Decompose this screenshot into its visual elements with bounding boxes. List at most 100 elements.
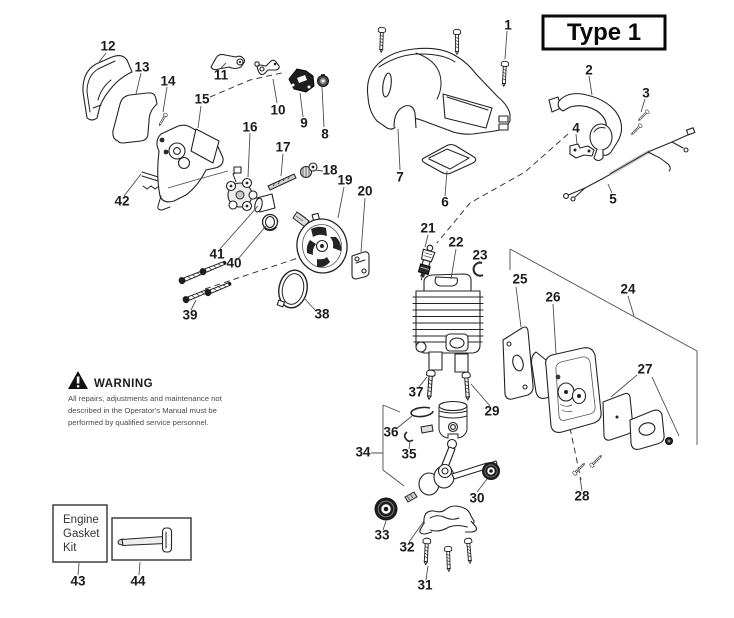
warning-line-1: All repairs, adjustments and maintenance…: [68, 394, 223, 403]
part-label-42: 42: [114, 194, 129, 209]
part-label-28: 28: [574, 489, 590, 504]
part-number-labels: 1 2 3 4 5 6 7 8 9 10 11 12 13 14 15 16 1…: [70, 18, 652, 593]
part-37-29-cylinder-bolts-drawing: [424, 369, 473, 401]
part-label-11: 11: [214, 68, 229, 83]
warning-title: WARNING: [94, 378, 153, 390]
part-label-9: 9: [300, 116, 308, 131]
part-44-tool-drawing: [117, 527, 173, 553]
part-label-14: 14: [160, 74, 176, 89]
part-label-44: 44: [130, 574, 146, 589]
part-label-25: 25: [512, 272, 528, 287]
part-5-wiring-drawing: [563, 127, 696, 202]
part-label-12: 12: [100, 39, 115, 54]
part-label-8: 8: [321, 127, 329, 142]
warning-line-2: described in the Operator's Manual must …: [68, 406, 217, 415]
part-label-33: 33: [374, 528, 390, 543]
part-15-housing-drawing: [141, 124, 229, 211]
part-36-piston-ring-drawing: [410, 406, 435, 418]
part-14-pin-drawing: [157, 112, 169, 127]
part-28-screws-drawing: [571, 453, 604, 477]
part-label-2: 2: [585, 63, 593, 78]
part-27-gasket-and-deflector-drawing: [602, 392, 673, 450]
leader-lines: [77, 30, 698, 581]
part-label-13: 13: [134, 60, 150, 75]
part-2-handle-drawing: [548, 93, 623, 162]
part-label-30: 30: [469, 491, 484, 506]
part-16-carburetor-drawing: [225, 166, 258, 212]
part-8-grommet-drawing: [317, 74, 329, 87]
part-6-plate-drawing: [421, 143, 477, 175]
part-label-10: 10: [270, 103, 285, 118]
part-11-lever-drawing: [210, 53, 246, 71]
part-17-rod-drawing: [267, 173, 297, 191]
warning-line-3: performed by qualified service personnel…: [68, 418, 209, 427]
gasket-kit-line-2: Gasket: [63, 528, 100, 540]
part-label-35: 35: [401, 447, 417, 462]
part-34-piston-drawing: [420, 400, 468, 439]
part-25-gasket-drawing: [502, 326, 534, 400]
part-label-31: 31: [417, 578, 433, 593]
part-label-7: 7: [396, 170, 404, 185]
part-label-3: 3: [642, 86, 650, 101]
part-label-38: 38: [314, 307, 330, 322]
gasket-kit-line-3: Kit: [63, 542, 77, 554]
part-label-24: 24: [620, 282, 636, 297]
part-35-retainer-clip-drawing: [403, 431, 414, 443]
part-label-6: 6: [441, 195, 449, 210]
part-label-20: 20: [357, 184, 372, 199]
gasket-kit-line-1: Engine: [63, 514, 99, 526]
part-label-23: 23: [472, 248, 488, 263]
part-3-screws-drawing: [629, 109, 650, 137]
engine-gasket-kit-block: Engine Gasket Kit: [52, 504, 192, 563]
part-21-spark-plug-drawing: [417, 244, 436, 281]
part-38-ring-drawing: [276, 269, 308, 309]
part-label-15: 15: [194, 92, 210, 107]
warning-block: WARNING All repairs, adjustments and mai…: [68, 371, 223, 427]
part-19-flywheel-drawing: [292, 211, 348, 274]
assembly-dashed-lines: [204, 71, 582, 481]
part-label-27: 27: [637, 362, 652, 377]
part-20-module-drawing: [351, 251, 370, 280]
crankshaft-drawing: [404, 438, 498, 503]
part-31-screws-drawing: [421, 537, 475, 572]
part-label-18: 18: [322, 163, 338, 178]
part-39-studs-drawing: [177, 258, 234, 305]
part-40-grommet-drawing: [261, 213, 279, 231]
part-label-43: 43: [70, 574, 86, 589]
part-13-filter-drawing: [112, 92, 158, 144]
part-41-sleeve-drawing: [254, 193, 276, 213]
warning-icon: [68, 371, 88, 389]
part-label-1: 1: [504, 18, 512, 33]
part-32-crankcase-drawing: [419, 505, 478, 535]
part-18-fitting-drawing: [299, 162, 318, 179]
part-label-34: 34: [355, 445, 371, 460]
part-30-bearing-drawing: [481, 461, 501, 481]
part-22-cylinder-drawing: [412, 273, 484, 373]
part-label-22: 22: [448, 235, 463, 250]
part-33-bearing-drawing: [373, 496, 399, 522]
part-12-air-filter-cover-drawing: [82, 54, 133, 121]
part-label-36: 36: [383, 425, 399, 440]
part-label-40: 40: [226, 256, 241, 271]
part-26-muffler-drawing: [530, 347, 602, 433]
part-10-throttle-link-drawing: [254, 59, 280, 76]
part-9-bracket-drawing: [288, 68, 315, 93]
part-label-26: 26: [545, 290, 561, 305]
part-label-4: 4: [572, 121, 580, 136]
part-23-clip-drawing: [472, 261, 484, 277]
part-label-29: 29: [484, 404, 499, 419]
part-label-17: 17: [275, 140, 290, 155]
part-4-bracket-drawing: [569, 143, 595, 159]
type-label: Type 1: [567, 19, 641, 46]
part-label-19: 19: [337, 173, 352, 188]
part-7-engine-cover-drawing: [366, 47, 511, 135]
type-1-box: Type 1: [541, 14, 667, 51]
part-label-21: 21: [420, 221, 436, 236]
part-label-32: 32: [399, 540, 414, 555]
part-label-41: 41: [209, 247, 225, 262]
part-label-37: 37: [408, 385, 423, 400]
part-label-5: 5: [609, 192, 617, 207]
part-label-16: 16: [242, 120, 258, 135]
